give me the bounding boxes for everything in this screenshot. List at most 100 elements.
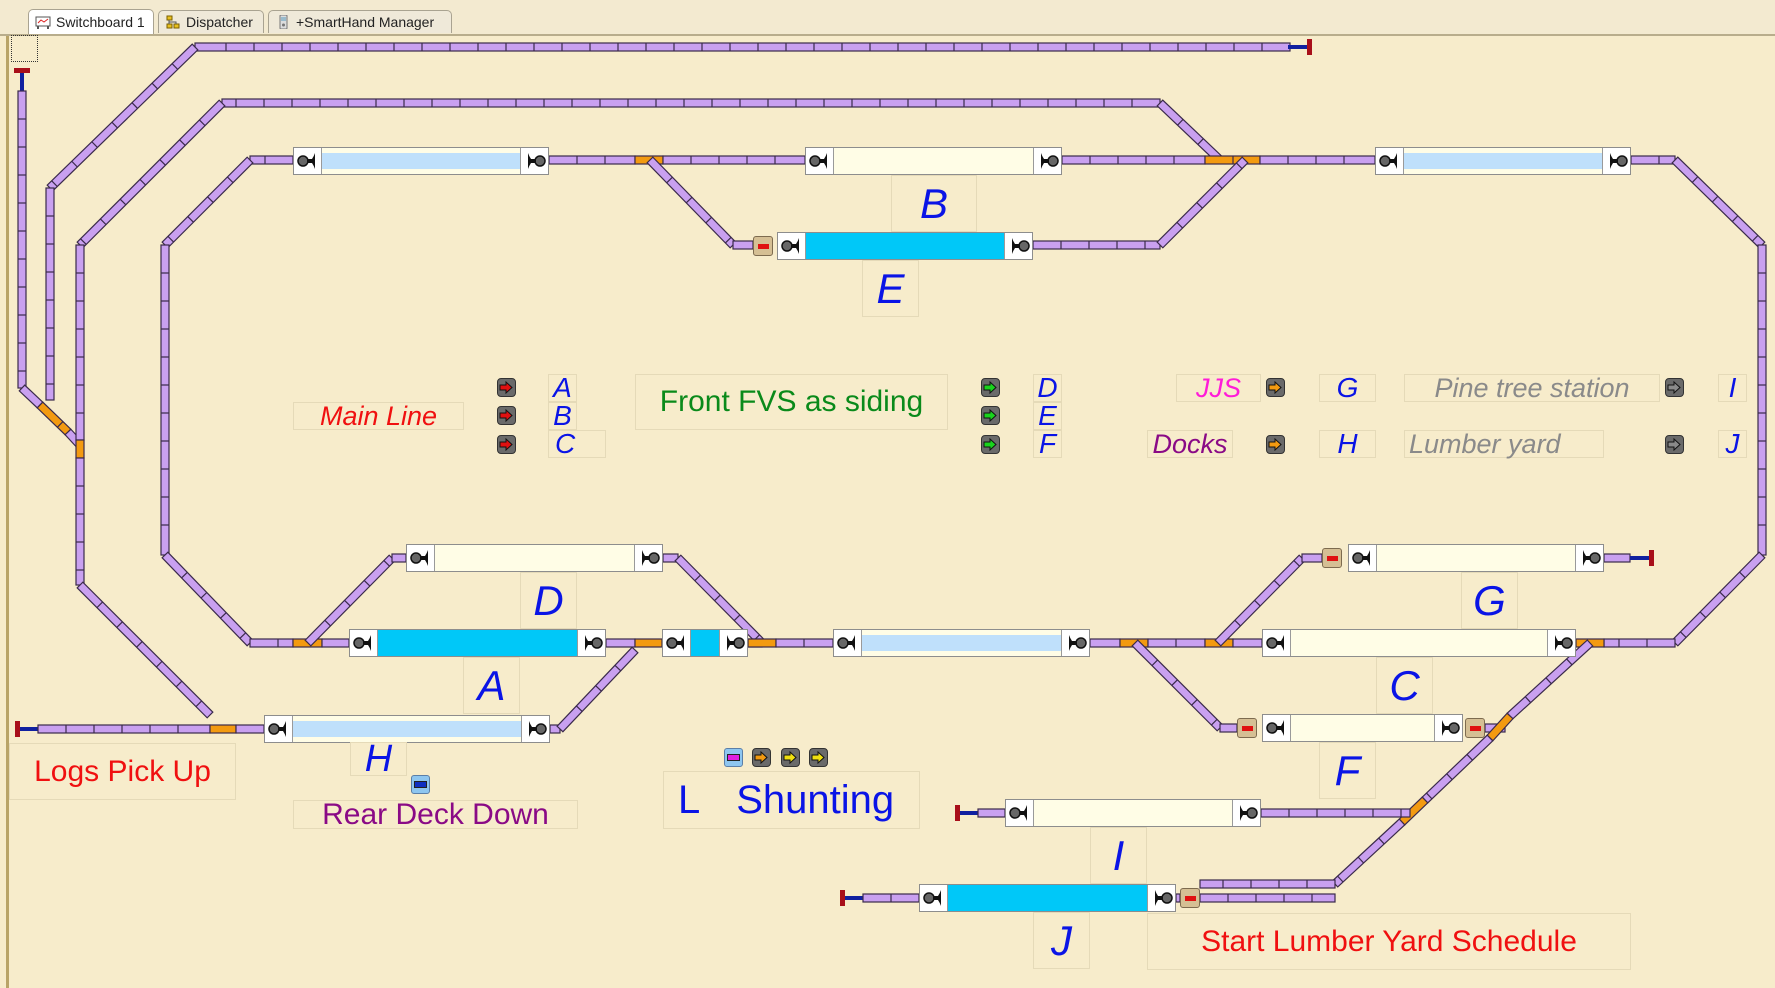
arrow-right-icon: [1667, 381, 1681, 394]
block-c[interactable]: [1262, 629, 1576, 657]
block-j[interactable]: [919, 884, 1176, 912]
block-end-east-icon: [641, 550, 660, 566]
main-loop: [1757, 244, 1767, 556]
label-logs-pick-up[interactable]: Logs Pick Up: [9, 743, 236, 800]
shunting-route-button-3[interactable]: [809, 748, 828, 767]
shunting-toggle-button[interactable]: [724, 748, 743, 767]
block-end-west: [265, 716, 293, 742]
dispatcher-icon: [165, 15, 181, 29]
h-line: [37, 724, 211, 734]
block-end-west-icon: [1008, 805, 1027, 821]
signal-g-west[interactable]: [1322, 548, 1342, 568]
block-label-c: C: [1376, 657, 1433, 714]
smarthand-icon: [275, 14, 291, 30]
label-jjs: JJS: [1176, 373, 1261, 403]
label-front-fvs: Front FVS as siding: [635, 374, 948, 430]
route-button-main-line-a[interactable]: [497, 378, 516, 397]
main-loop: [249, 155, 294, 165]
block-top-right[interactable]: [1375, 147, 1631, 175]
e-siding: [1156, 156, 1249, 249]
block-end-west: [1263, 630, 1291, 656]
e-siding: [646, 156, 737, 249]
dest-label-d: D: [1033, 372, 1062, 403]
block-end-west-icon: [1265, 720, 1284, 736]
j-line: [862, 893, 920, 903]
signal-j-east[interactable]: [1180, 888, 1200, 908]
dest-label-h: H: [1319, 428, 1376, 459]
route-button-jjs-g[interactable]: [1266, 378, 1285, 397]
block-short-mid[interactable]: [662, 629, 748, 657]
label-start-lumber-yard-schedule[interactable]: Start Lumber Yard Schedule: [1147, 913, 1631, 970]
arrow-right-icon: [983, 409, 997, 422]
shunting-route-button-1[interactable]: [752, 748, 771, 767]
main-loop: [1259, 155, 1376, 165]
block-body: [948, 885, 1147, 911]
block-d[interactable]: [406, 544, 663, 572]
block-end-east: [1004, 233, 1032, 259]
rear-deck-toggle-button[interactable]: [411, 775, 430, 794]
block-end-east: [634, 545, 662, 571]
tab-switchboard-1[interactable]: Switchboard 1: [28, 9, 154, 34]
block-end-west-icon: [409, 550, 428, 566]
label-docks: Docks: [1147, 429, 1233, 459]
route-button-lumber-yard-j[interactable]: [1665, 435, 1684, 454]
route-button-pine-tree-i[interactable]: [1665, 378, 1684, 397]
turnout-active: [1204, 155, 1261, 165]
block-e[interactable]: [777, 232, 1033, 260]
block-end-west: [294, 148, 322, 174]
block-i[interactable]: [1005, 799, 1261, 827]
block-top-left[interactable]: [293, 147, 549, 175]
block-b[interactable]: [805, 147, 1062, 175]
block-body: [1034, 800, 1232, 826]
tab-label: Dispatcher: [186, 14, 253, 30]
dest-label-b: B: [548, 400, 577, 431]
route-button-fvs-e[interactable]: [981, 406, 1000, 425]
block-end-east: [1147, 885, 1175, 911]
block-end-east-icon: [584, 635, 603, 651]
block-body: [1404, 148, 1602, 174]
route-button-fvs-d[interactable]: [981, 378, 1000, 397]
main-loop: [1147, 638, 1206, 648]
switchboard-canvas[interactable]: [6, 36, 1775, 988]
i-line: [1260, 808, 1411, 818]
bumper-icon: [15, 721, 38, 737]
signal-e-west[interactable]: [753, 236, 773, 256]
main-loop: [321, 638, 350, 648]
main-loop: [1630, 155, 1676, 165]
block-end-west: [778, 233, 806, 259]
block-end-west-icon: [1351, 550, 1370, 566]
j-line: [1199, 893, 1336, 903]
minus-icon: [727, 754, 740, 761]
block-body: [862, 630, 1061, 656]
block-g[interactable]: [1348, 544, 1604, 572]
block-f[interactable]: [1262, 714, 1463, 742]
label-rear-deck-down[interactable]: Rear Deck Down: [293, 797, 578, 831]
label-shunting[interactable]: L Shunting: [663, 771, 920, 829]
block-end-west: [1349, 545, 1377, 571]
signal-f-west[interactable]: [1237, 718, 1257, 738]
block-a[interactable]: [349, 629, 606, 657]
signal-f-east[interactable]: [1465, 718, 1485, 738]
signal-red-aspect: [1184, 895, 1196, 901]
block-end-east: [1547, 630, 1575, 656]
route-button-main-line-b[interactable]: [497, 406, 516, 425]
route-button-docks-h[interactable]: [1266, 435, 1285, 454]
minus-icon: [414, 781, 427, 788]
dest-label-e: E: [1033, 400, 1062, 431]
route-button-main-line-c[interactable]: [497, 435, 516, 454]
block-end-east-icon: [1040, 153, 1059, 169]
j-diagonal: [1506, 639, 1594, 720]
tab-smarthand-manager[interactable]: +SmartHand Manager: [268, 10, 452, 33]
block-h[interactable]: [264, 715, 550, 743]
shunting-route-button-2[interactable]: [781, 748, 800, 767]
bumper-icon: [1630, 550, 1654, 566]
block-mid-long[interactable]: [833, 629, 1090, 657]
tab-dispatcher[interactable]: Dispatcher: [158, 10, 264, 33]
rear-deck-down-text: Rear Deck Down: [322, 797, 549, 831]
block-end-east-icon: [1441, 720, 1460, 736]
main-loop: [1603, 638, 1676, 648]
block-end-west-icon: [808, 153, 827, 169]
block-end-west-icon: [352, 635, 371, 651]
route-button-fvs-f[interactable]: [981, 435, 1000, 454]
